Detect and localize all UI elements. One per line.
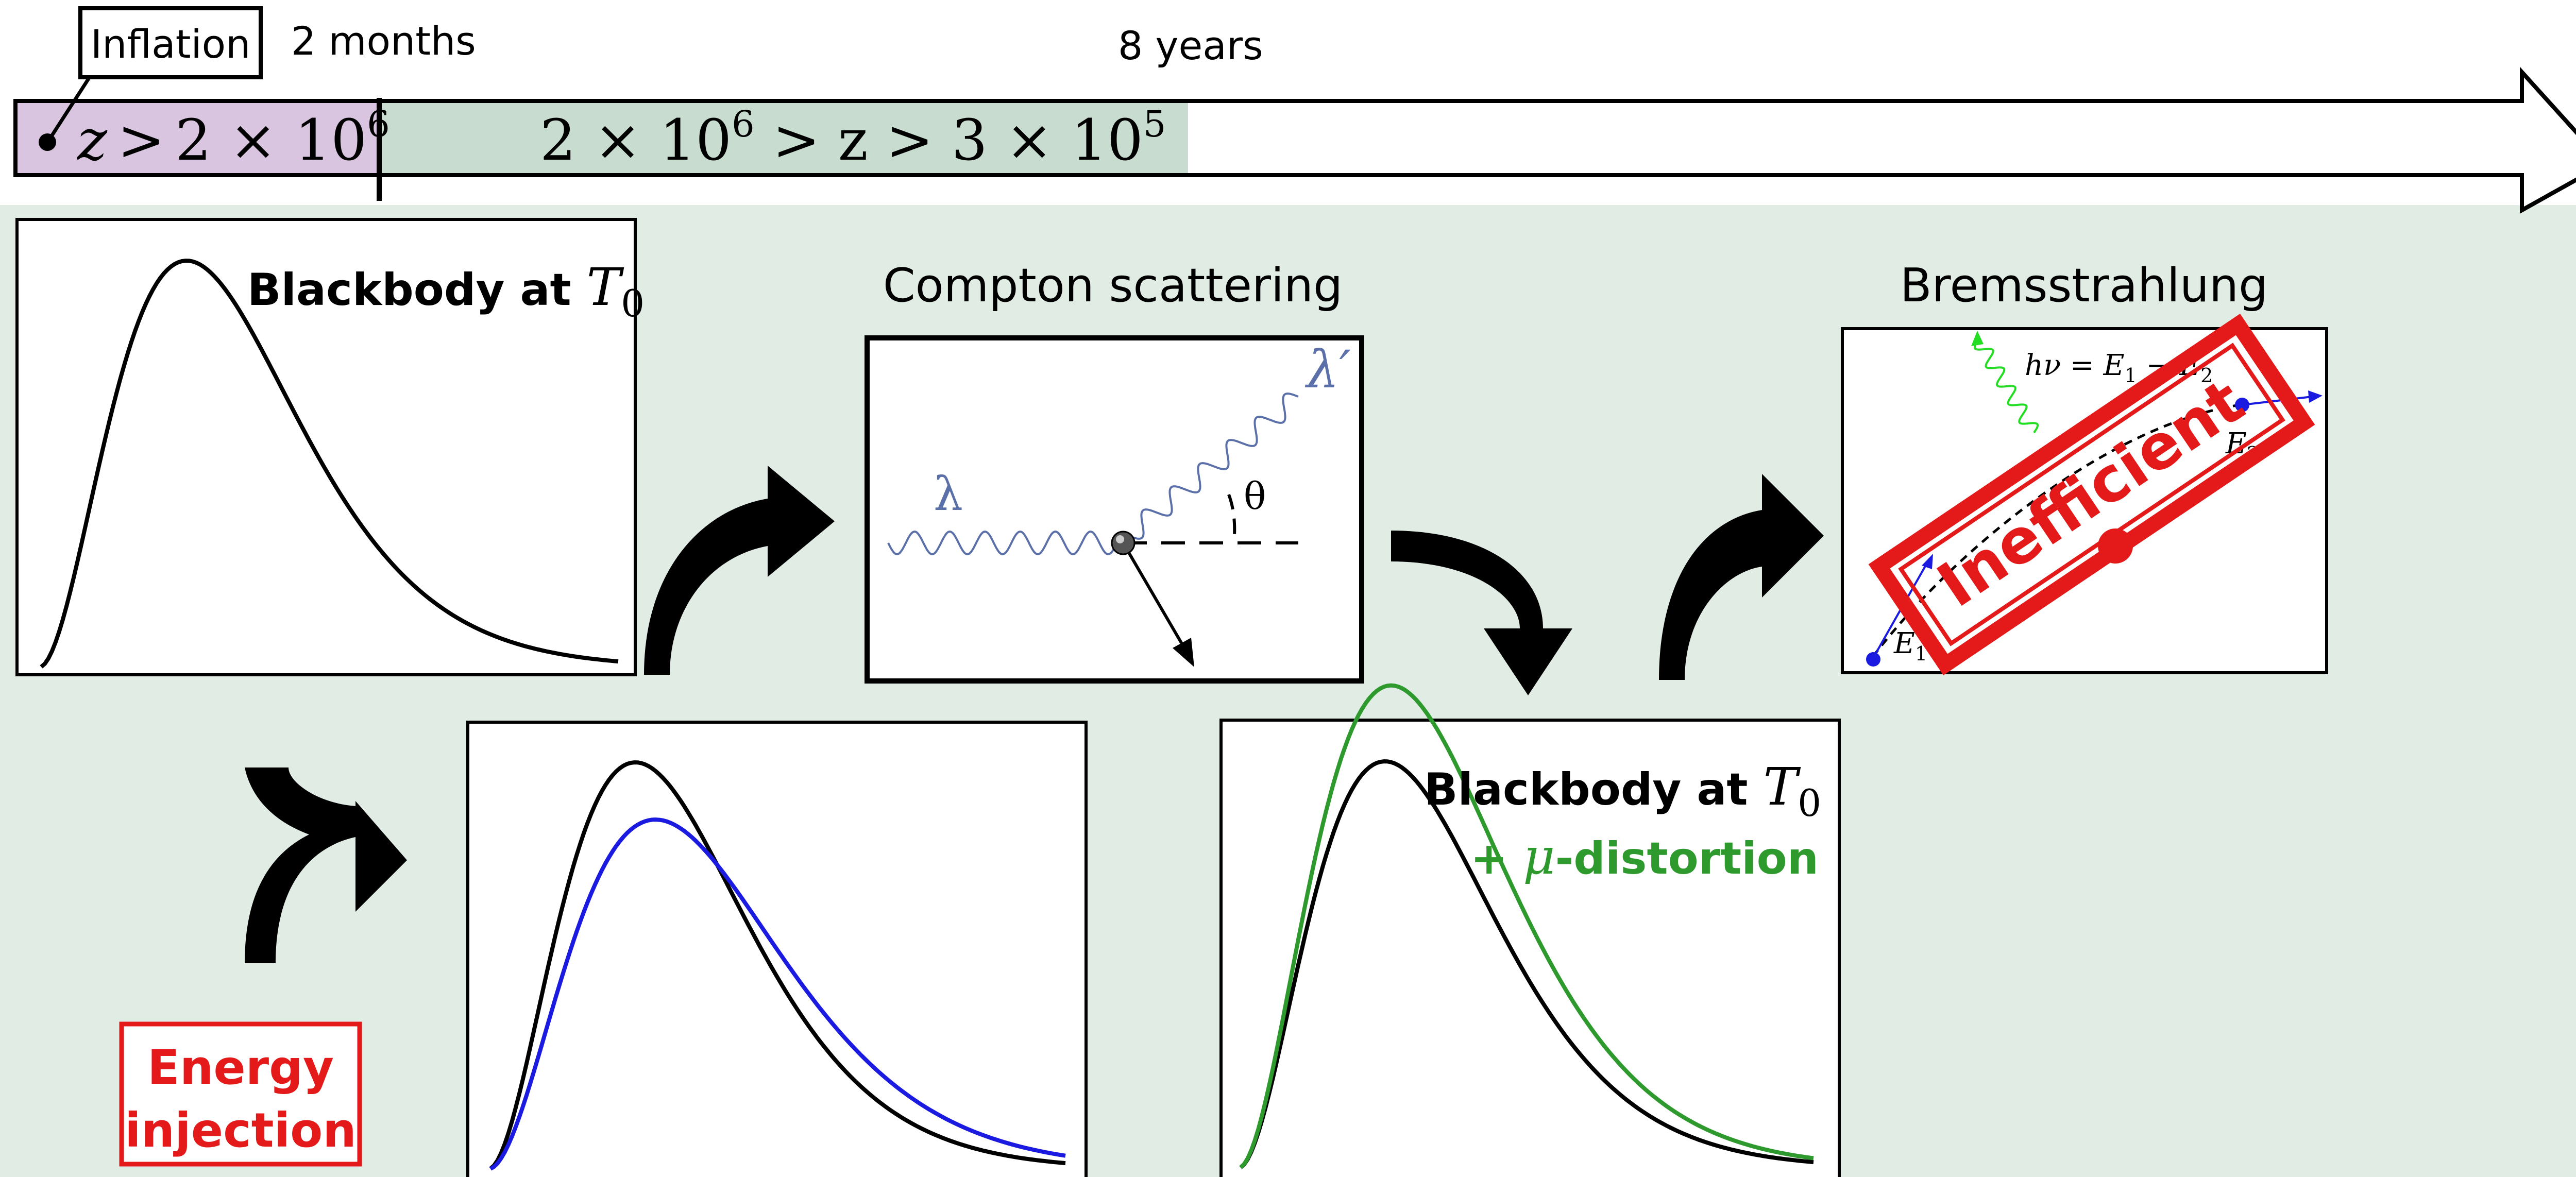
inflation-label: Inflation	[91, 21, 251, 67]
emitted-photon-wave	[1973, 339, 2039, 434]
energy-line2: injection	[125, 1103, 357, 1158]
label-2months: 2 months	[291, 18, 476, 64]
electron-icon	[1111, 531, 1136, 555]
curved-arrow-2	[1391, 531, 1572, 695]
mu-distorted-curve	[1239, 683, 1814, 1169]
lambda-label: λ	[934, 467, 963, 521]
curved-arrow-3	[1659, 474, 1824, 680]
electron-recoil-arrowhead	[1173, 638, 1194, 667]
injection-panel	[466, 721, 1088, 1177]
injection-perturbed-curve	[489, 817, 1066, 1171]
mu-blackbody-curve	[1239, 759, 1814, 1169]
incident-photon-wave	[887, 530, 1118, 556]
phase1-condition: z>2 × 106	[76, 103, 390, 173]
inflation-box	[78, 6, 263, 79]
e1-label: E1	[1893, 627, 1927, 665]
electron-dot-1	[1866, 652, 1880, 667]
brems-title: Bremsstrahlung	[1900, 259, 2268, 313]
electron-dot-2	[2235, 398, 2249, 412]
label-8years: 8 years	[1118, 23, 1263, 69]
mu-title: Blackbody at T0	[1424, 757, 1821, 825]
phase2-band	[378, 103, 1188, 173]
curved-arrow-1	[644, 466, 835, 675]
phase2-condition: 2 × 106 > z > 3 × 105	[540, 103, 1166, 173]
energy-line1: Energy	[147, 1040, 334, 1095]
mu-frame	[1219, 719, 1841, 1177]
angle-arc	[1227, 493, 1236, 543]
compton-frame	[865, 335, 1364, 684]
mu-label: + μ-distortion	[1470, 828, 1819, 885]
phase1-band	[18, 103, 378, 173]
stamp-border	[1868, 313, 2315, 676]
blackbody-title: Blackbody at T0	[247, 257, 645, 325]
timeline: z>2 × 106 2 × 106 > z > 3 × 105 Inflatio…	[13, 6, 2576, 214]
lambda-prime-label: λ′	[1304, 339, 1351, 400]
electron-recoil-line	[1122, 542, 1187, 650]
injection-blackbody-curve	[489, 760, 1066, 1170]
energy-injection-frame	[119, 1021, 362, 1167]
brems-panel: Bremsstrahlung hν = E1 − E2 E1 E2 Ineffi…	[1841, 259, 2328, 676]
theta-label: θ	[1244, 474, 1266, 518]
energy-injection-box: Energy injection	[119, 1021, 362, 1167]
blackbody-frame	[15, 218, 637, 676]
curved-arrow-4	[245, 767, 407, 963]
scattered-photon-wave	[1128, 393, 1299, 540]
compton-title: Compton scattering	[883, 259, 1343, 313]
inflation-dot	[39, 133, 56, 151]
blackbody-curve	[40, 259, 619, 669]
blackbody-panel: Blackbody at T0	[15, 218, 645, 676]
mu-panel: Blackbody at T0 + μ-distortion	[1219, 683, 1841, 1177]
brems-frame	[1841, 327, 2328, 674]
compton-panel: Compton scattering λ λ′ θ	[865, 259, 1364, 684]
inflation-pointer	[47, 75, 92, 141]
outgoing-electron-arrow	[2242, 396, 2313, 406]
